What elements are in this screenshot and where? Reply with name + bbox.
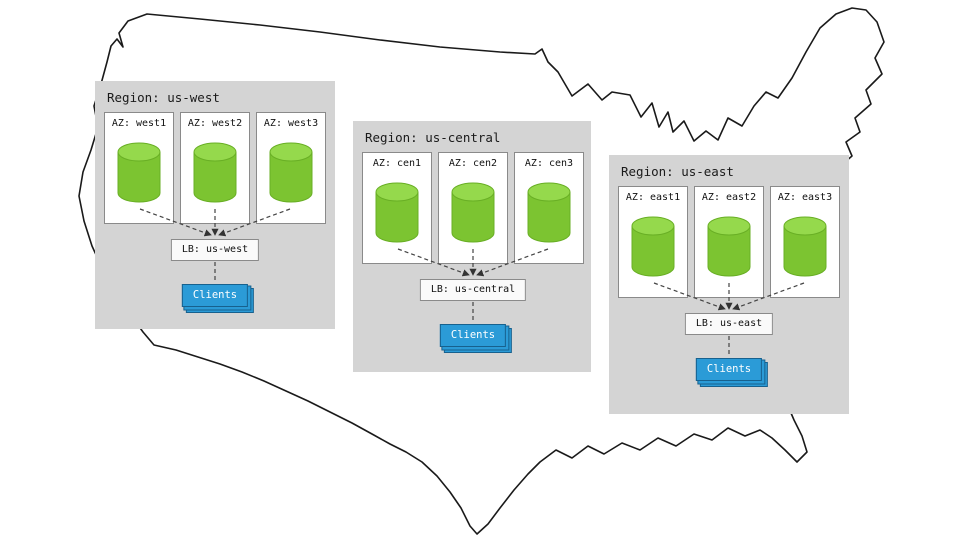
database-cylinder-icon: [193, 142, 237, 203]
region-us-east: Region: us-east AZ: east1 AZ: east2 AZ: …: [609, 155, 849, 414]
az-box: AZ: west3: [256, 112, 326, 224]
az-row: AZ: west1 AZ: west2 AZ: west3: [104, 112, 326, 224]
az-label: AZ: cen1: [372, 158, 422, 169]
az-box: AZ: west1: [104, 112, 174, 224]
clients-box: Clients: [439, 324, 507, 347]
database-cylinder-icon: [783, 216, 827, 277]
database-cylinder-icon: [269, 142, 313, 203]
database-cylinder-icon: [631, 216, 675, 277]
az-box: AZ: cen3: [514, 152, 584, 264]
load-balancer-box: LB: us-east: [684, 313, 774, 335]
database-cylinder-icon: [117, 142, 161, 203]
az-label: AZ: cen3: [524, 158, 574, 169]
az-label: AZ: east1: [625, 192, 681, 203]
az-box: AZ: cen1: [362, 152, 432, 264]
region-title: Region: us-east: [621, 164, 734, 179]
region-title: Region: us-central: [365, 130, 501, 145]
az-label: AZ: east3: [777, 192, 833, 203]
az-label: AZ: west1: [111, 118, 167, 129]
load-balancer-box: LB: us-west: [170, 239, 260, 261]
database-cylinder-icon: [527, 182, 571, 243]
az-label: AZ: west2: [187, 118, 243, 129]
region-title: Region: us-west: [107, 90, 220, 105]
az-box: AZ: east2: [694, 186, 764, 298]
load-balancer-box: LB: us-central: [419, 279, 527, 301]
clients-box: Clients: [695, 358, 763, 381]
clients-box: Clients: [181, 284, 249, 307]
region-us-central: Region: us-central AZ: cen1 AZ: cen2 AZ:…: [353, 121, 591, 372]
az-box: AZ: east1: [618, 186, 688, 298]
az-label: AZ: cen2: [448, 158, 498, 169]
az-row: AZ: cen1 AZ: cen2 AZ: cen3: [362, 152, 584, 264]
database-cylinder-icon: [375, 182, 419, 243]
database-cylinder-icon: [451, 182, 495, 243]
az-label: AZ: west3: [263, 118, 319, 129]
az-box: AZ: west2: [180, 112, 250, 224]
az-box: AZ: cen2: [438, 152, 508, 264]
database-cylinder-icon: [707, 216, 751, 277]
az-label: AZ: east2: [701, 192, 757, 203]
az-box: AZ: east3: [770, 186, 840, 298]
region-us-west: Region: us-west AZ: west1 AZ: west2 AZ: …: [95, 81, 335, 329]
az-row: AZ: east1 AZ: east2 AZ: east3: [618, 186, 840, 298]
